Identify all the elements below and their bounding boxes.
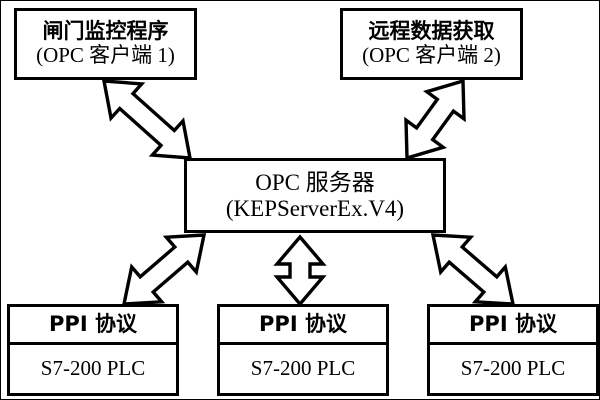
node-plc-3[interactable]: PPI 协议 S7-200 PLC	[427, 304, 599, 396]
connector-server-plc1	[121, 233, 207, 306]
node-opc-server[interactable]: OPC 服务器 (KEPServerEx.V4)	[184, 158, 446, 233]
plc2-device-label: S7-200 PLC	[250, 356, 356, 381]
plc3-device-label: S7-200 PLC	[460, 356, 566, 381]
client2-line2: (OPC 客户端 2)	[362, 43, 501, 67]
plc3-device-row: S7-200 PLC	[430, 345, 596, 393]
connector-client1-server	[101, 79, 193, 160]
node-opc-client-2[interactable]: 远程数据获取 (OPC 客户端 2)	[340, 8, 523, 80]
connector-client2-server	[404, 78, 466, 161]
connector-server-plc2	[273, 234, 327, 307]
node-opc-client-1[interactable]: 闸门监控程序 (OPC 客户端 1)	[14, 8, 197, 80]
client1-line1: 闸门监控程序	[42, 19, 169, 44]
plc2-protocol-row: PPI 协议	[220, 307, 386, 345]
plc2-protocol-label: PPI 协议	[259, 311, 347, 336]
plc2-device-row: S7-200 PLC	[220, 345, 386, 393]
connector-server-plc3	[430, 233, 516, 306]
client1-line2: (OPC 客户端 1)	[36, 43, 175, 67]
client2-line1: 远程数据获取	[368, 19, 495, 44]
server-line2: (KEPServerEx.V4)	[225, 195, 405, 221]
plc1-device-label: S7-200 PLC	[40, 356, 146, 381]
node-plc-2[interactable]: PPI 协议 S7-200 PLC	[217, 304, 389, 396]
node-plc-1[interactable]: PPI 协议 S7-200 PLC	[7, 304, 179, 396]
plc1-protocol-row: PPI 协议	[10, 307, 176, 345]
plc3-protocol-label: PPI 协议	[469, 311, 557, 336]
plc1-protocol-label: PPI 协议	[49, 311, 137, 336]
plc3-protocol-row: PPI 协议	[430, 307, 596, 345]
server-line1: OPC 服务器	[255, 169, 375, 195]
plc1-device-row: S7-200 PLC	[10, 345, 176, 393]
